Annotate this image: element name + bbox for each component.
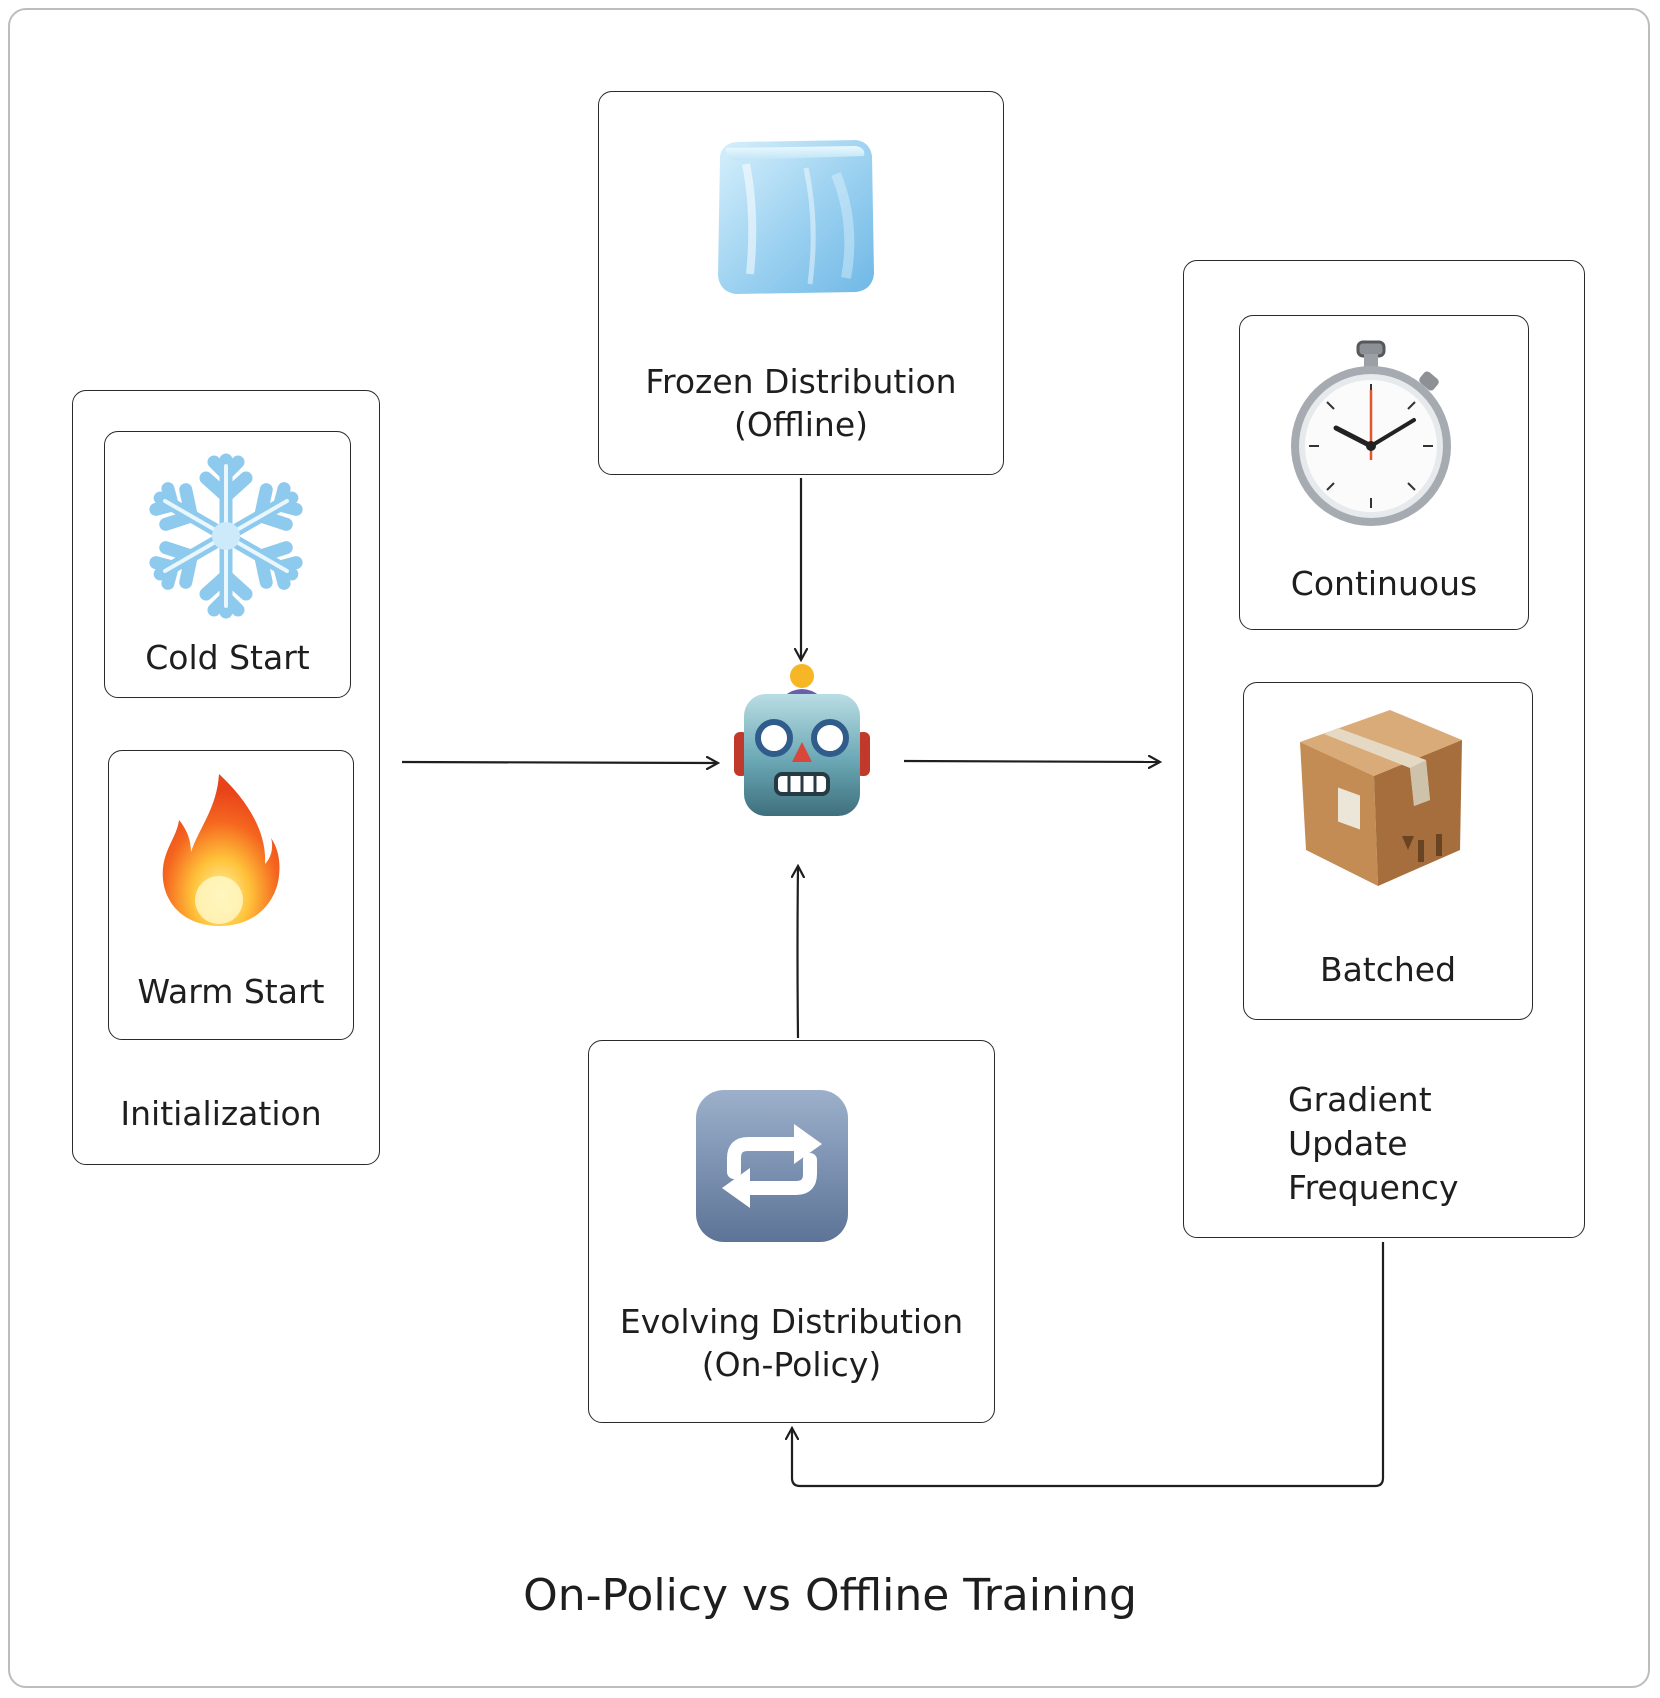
frozen-distribution-title: Frozen Distribution (645, 362, 957, 401)
package-icon (1300, 710, 1462, 886)
cold-start-label: Cold Start (145, 638, 310, 677)
batched-label: Batched (1319, 950, 1457, 989)
arrow-evolving-to-model (798, 866, 799, 1039)
gradient-update-label-line1: Gradient (1288, 1080, 1432, 1119)
ice-cube-icon (718, 140, 874, 294)
fire-icon (162, 774, 280, 926)
gradient-update-label-line2: Update (1288, 1124, 1408, 1163)
evolving-distribution-title: Evolving Distribution (619, 1302, 964, 1341)
gradient-update-label-line3: Frequency (1288, 1168, 1459, 1207)
evolving-distribution-subtitle: (On-Policy) (701, 1345, 882, 1384)
arrow-model-to-gradient (903, 761, 1160, 762)
arrow-initialization-to-model (401, 762, 718, 763)
initialization-label: Initialization (120, 1094, 322, 1133)
stopwatch-icon (1291, 340, 1451, 526)
frozen-distribution-subtitle: (Offline) (733, 405, 868, 444)
repeat-icon (696, 1090, 848, 1242)
diagram-title: On-Policy vs Offline Training (523, 1570, 1137, 1621)
warm-start-label: Warm Start (137, 972, 325, 1011)
arrow-gradient-to-evolving (792, 1242, 1385, 1488)
continuous-label: Continuous (1290, 564, 1478, 603)
robot-icon (734, 664, 870, 816)
snowflake-icon (138, 453, 314, 624)
